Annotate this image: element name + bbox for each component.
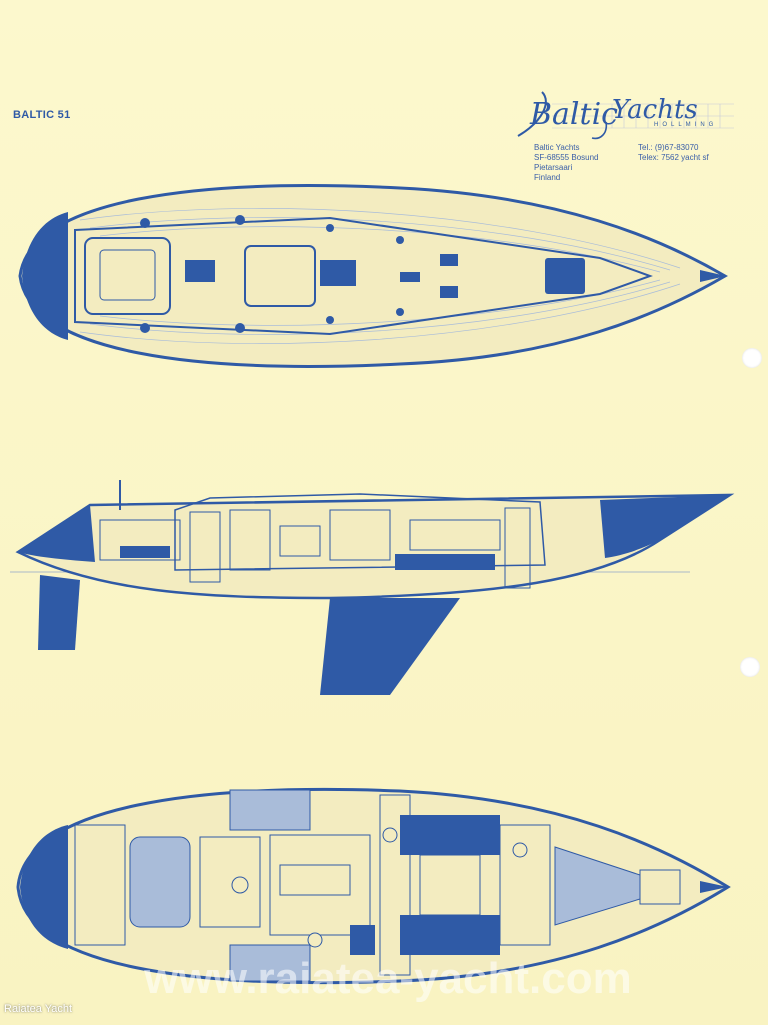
- watermark-text: www.raiatea-yacht.com: [143, 955, 631, 1003]
- baltic-yachts-logo: Baltic Yachts HOLLMING: [517, 91, 734, 140]
- hatch: [185, 260, 215, 282]
- punch-hole: [740, 657, 760, 677]
- stern-fill: [22, 212, 68, 340]
- watermark: www.raiatea-yacht.com: [143, 955, 631, 1003]
- address-line: Finland: [534, 173, 561, 182]
- coachroof: [174, 493, 546, 571]
- interior-layout-drawing: [16, 787, 731, 985]
- cockpit: [84, 237, 171, 315]
- hatch: [545, 258, 585, 294]
- hull-profile: [15, 493, 735, 600]
- svg-text:HOLLMING: HOLLMING: [654, 122, 717, 128]
- bow-fill: [700, 270, 726, 282]
- hatch: [440, 286, 458, 298]
- bow-profile-fill: [600, 495, 730, 558]
- deck-house: [74, 216, 653, 336]
- rudder: [38, 575, 80, 650]
- address-line: Pietarsaari: [534, 163, 573, 172]
- phone-line: Tel.: (9)67-83070: [638, 143, 699, 152]
- image-credit: Raiatea Yacht: [4, 1003, 73, 1015]
- model-name: BALTIC 51: [13, 109, 71, 121]
- hatch: [320, 260, 356, 286]
- hatch: [244, 245, 316, 307]
- transom-fill: [18, 505, 95, 562]
- keel: [320, 598, 460, 695]
- hatch: [440, 254, 458, 266]
- company-contact: Tel.: (9)67-83070 Telex: 7562 yacht sf: [638, 143, 709, 163]
- address-line: Baltic Yachts: [534, 143, 580, 152]
- side-profile-drawing: [10, 480, 735, 695]
- telex-line: Telex: 7562 yacht sf: [638, 153, 709, 162]
- svg-text:Baltic: Baltic: [529, 97, 618, 132]
- address-line: SF-68555 Bosund: [534, 153, 599, 162]
- punch-hole: [742, 348, 762, 368]
- svg-text:Yachts: Yachts: [612, 95, 698, 125]
- company-address: Baltic Yachts SF-68555 Bosund Pietarsaar…: [534, 143, 599, 183]
- deck-plan-drawing: [18, 184, 728, 368]
